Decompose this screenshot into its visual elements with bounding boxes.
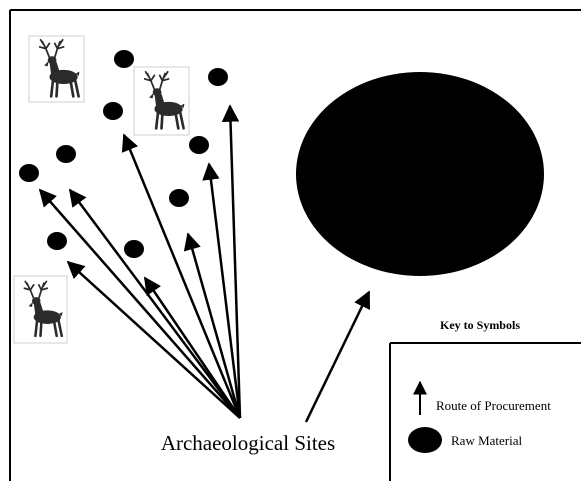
site-dot bbox=[114, 50, 134, 68]
route-arrow bbox=[38, 188, 241, 419]
raw-material-source bbox=[296, 72, 544, 276]
route-arrow bbox=[183, 232, 242, 419]
site-dot bbox=[19, 164, 39, 182]
key-ellipse-icon bbox=[408, 427, 442, 453]
key-box bbox=[389, 342, 581, 481]
route-arrow bbox=[221, 104, 242, 419]
site-dot bbox=[189, 136, 209, 154]
route-arrow bbox=[68, 188, 242, 419]
deer-icon bbox=[133, 66, 190, 136]
site-markers bbox=[19, 50, 228, 258]
sites-label: Archaeological Sites bbox=[161, 431, 335, 455]
route-arrow bbox=[66, 260, 241, 419]
key-item-material-label: Raw Material bbox=[451, 433, 523, 448]
key-item-route-label: Route of Procurement bbox=[436, 398, 551, 413]
route-arrow bbox=[143, 276, 242, 419]
deer-icon bbox=[13, 275, 68, 344]
deer-icon bbox=[28, 35, 85, 103]
procurement-routes bbox=[38, 104, 371, 423]
route-arrow bbox=[202, 162, 242, 419]
site-dot bbox=[103, 102, 123, 120]
site-dot bbox=[56, 145, 76, 163]
site-dot bbox=[169, 189, 189, 207]
route-arrow bbox=[304, 290, 371, 423]
site-dot bbox=[124, 240, 144, 258]
key-title: Key to Symbols bbox=[440, 318, 520, 332]
route-arrow bbox=[121, 133, 242, 419]
site-dot bbox=[47, 232, 67, 250]
site-dot bbox=[208, 68, 228, 86]
